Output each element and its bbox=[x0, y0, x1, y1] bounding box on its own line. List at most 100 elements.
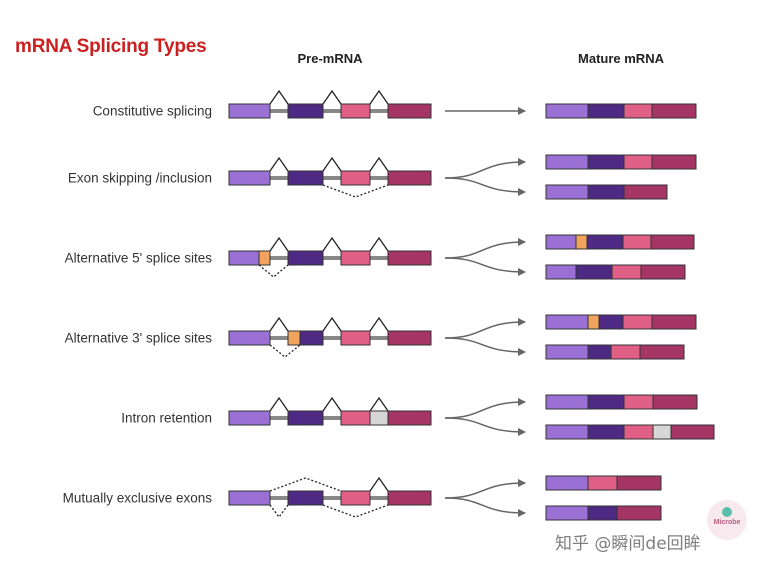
mature-exon-segment bbox=[575, 264, 613, 280]
mature-exon-segment bbox=[587, 394, 625, 410]
mature-exon-segment bbox=[622, 234, 652, 250]
splice-peak bbox=[269, 396, 289, 412]
alt-3-dashed-connector bbox=[269, 344, 301, 358]
row-label-intron-retention: Intron retention bbox=[121, 410, 212, 426]
arrow-fork-lower bbox=[444, 177, 526, 196]
splice-peak bbox=[269, 316, 289, 332]
splice-peak bbox=[369, 89, 389, 105]
exon-1 bbox=[228, 250, 260, 266]
exon-1 bbox=[228, 330, 271, 346]
row-label-alt-5-splice: Alternative 5' splice sites bbox=[64, 250, 212, 266]
mature-exon-segment bbox=[623, 184, 668, 200]
mature-exon-segment bbox=[545, 505, 589, 521]
mature-exon-segment bbox=[611, 264, 642, 280]
mature-exon-segment bbox=[545, 344, 589, 360]
arrow-fork-upper bbox=[444, 479, 526, 499]
diagram-title: mRNA Splicing Types bbox=[15, 36, 207, 57]
mature-exon-segment bbox=[587, 344, 612, 360]
mature-exon-segment bbox=[623, 103, 653, 119]
mature-exon-segment bbox=[616, 475, 662, 491]
mature-exon-segment bbox=[640, 264, 686, 280]
arrow-fork-upper bbox=[444, 398, 526, 419]
arrow-fork-lower bbox=[444, 417, 526, 436]
watermark-logo-text: Microbe bbox=[713, 519, 741, 526]
mature-exon-segment bbox=[639, 344, 685, 360]
exon-2 bbox=[287, 170, 324, 186]
splice-peak bbox=[322, 396, 342, 412]
alt-5-extension bbox=[258, 250, 271, 266]
mature-exon-segment bbox=[587, 184, 625, 200]
mature-mrna-header: Mature mRNA bbox=[578, 51, 664, 66]
exon-2 bbox=[287, 250, 324, 266]
mature-exon-segment bbox=[623, 394, 654, 410]
splice-peak bbox=[369, 156, 389, 172]
mature-exon-segment bbox=[545, 424, 589, 440]
mature-exon-segment bbox=[587, 505, 618, 521]
exon-4 bbox=[387, 250, 432, 266]
splice-peak bbox=[269, 89, 289, 105]
splice-peak bbox=[369, 396, 389, 412]
exon-2 bbox=[287, 490, 324, 506]
mature-exon-segment bbox=[545, 264, 577, 280]
mature-exon-segment bbox=[545, 184, 589, 200]
mature-exon-segment bbox=[610, 344, 641, 360]
watermark-text: 知乎 @瞬间de回眸 bbox=[555, 534, 701, 554]
mature-exon-segment bbox=[545, 234, 577, 250]
exon-2 bbox=[287, 103, 324, 119]
exon-3 bbox=[340, 250, 371, 266]
mature-exon-segment bbox=[598, 314, 624, 330]
exon-1 bbox=[228, 170, 271, 186]
alt-5-dashed-connector bbox=[258, 264, 289, 278]
exon-3 bbox=[340, 170, 371, 186]
exon-1 bbox=[228, 103, 271, 119]
arrow-fork-lower bbox=[444, 257, 526, 276]
row-label-mutually-exclusive: Mutually exclusive exons bbox=[62, 490, 212, 506]
splice-peak bbox=[322, 316, 342, 332]
exon-4 bbox=[387, 103, 432, 119]
mature-exon-segment bbox=[651, 103, 697, 119]
mature-exon-segment bbox=[622, 314, 653, 330]
row-label-exon-skipping: Exon skipping /inclusion bbox=[67, 170, 212, 186]
pre-mrna-header: Pre-mRNA bbox=[297, 51, 363, 66]
splice-peak bbox=[269, 156, 289, 172]
mature-exon-segment bbox=[670, 424, 715, 440]
mature-exon-segment bbox=[586, 234, 624, 250]
exon-4 bbox=[387, 170, 432, 186]
exon-4 bbox=[387, 490, 432, 506]
alt-3-extension bbox=[287, 330, 301, 346]
splice-peak bbox=[369, 476, 389, 492]
splice-peak bbox=[322, 236, 342, 252]
mature-exon-segment bbox=[545, 103, 589, 119]
exon-3 bbox=[340, 330, 371, 346]
exon-1 bbox=[228, 410, 271, 426]
watermark-logo: Microbe bbox=[707, 500, 747, 540]
mature-exon-segment bbox=[587, 475, 618, 491]
exon-2 bbox=[287, 410, 324, 426]
mature-exon-segment bbox=[623, 424, 654, 440]
arrow-fork-upper bbox=[444, 158, 526, 179]
exon-4 bbox=[387, 330, 432, 346]
mature-exon-segment bbox=[587, 424, 625, 440]
row-label-constitutive: Constitutive splicing bbox=[92, 103, 212, 119]
arrow-fork-lower bbox=[444, 337, 526, 356]
mature-exon-segment bbox=[545, 154, 589, 170]
row-label-alt-3-splice: Alternative 3' splice sites bbox=[64, 330, 212, 346]
exon-1 bbox=[228, 490, 271, 506]
mature-exon-segment bbox=[651, 314, 697, 330]
mature-exon-segment bbox=[652, 424, 672, 440]
mature-exon-segment bbox=[587, 154, 625, 170]
splice-peak bbox=[322, 89, 342, 105]
exon-4 bbox=[387, 410, 432, 426]
mature-exon-segment bbox=[545, 394, 589, 410]
exon-3 bbox=[340, 490, 371, 506]
mature-exon-segment bbox=[587, 103, 625, 119]
mature-exon-segment bbox=[545, 314, 589, 330]
arrow-fork-upper bbox=[444, 318, 526, 339]
mature-exon-segment bbox=[545, 475, 589, 491]
splice-peak bbox=[369, 236, 389, 252]
mature-exon-segment bbox=[575, 234, 588, 250]
retained-intron bbox=[369, 410, 389, 426]
splice-peak bbox=[322, 156, 342, 172]
